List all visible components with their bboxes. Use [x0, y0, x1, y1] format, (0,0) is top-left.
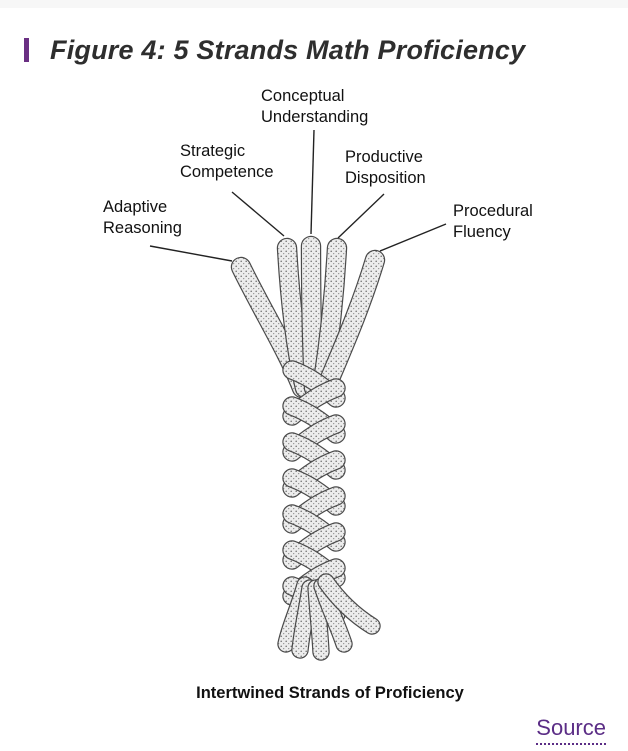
leader-line-adaptive-reasoning — [150, 246, 232, 261]
label-strategic-competence-line-1: Strategic — [180, 142, 245, 160]
rope-illustration: Adaptive Reasoning Strategic Competence … — [0, 70, 628, 710]
leader-line-procedural-fluency — [380, 224, 446, 251]
label-adaptive-reasoning-line-2: Reasoning — [103, 219, 182, 237]
label-productive-disposition-line-1: Productive — [345, 148, 423, 166]
label-procedural-fluency-line-1: Procedural — [453, 202, 533, 220]
label-conceptual-understanding-line-2: Understanding — [261, 108, 368, 126]
rope — [241, 246, 375, 652]
source-link[interactable]: Source — [536, 714, 606, 745]
label-conceptual-understanding: Conceptual Understanding — [261, 87, 368, 126]
label-strategic-competence: Strategic Competence — [180, 142, 274, 181]
diagram-caption: Intertwined Strands of Proficiency — [196, 684, 465, 702]
label-procedural-fluency-line-2: Fluency — [453, 223, 512, 241]
label-adaptive-reasoning: Adaptive Reasoning — [103, 198, 182, 237]
label-conceptual-understanding-line-1: Conceptual — [261, 87, 344, 105]
strand-conceptual-understanding — [311, 246, 314, 388]
label-adaptive-reasoning-line-1: Adaptive — [103, 198, 167, 216]
top-divider — [0, 0, 628, 8]
figure-title: Figure 4: 5 Strands Math Proficiency — [50, 32, 525, 68]
braided-rope-diagram: Adaptive Reasoning Strategic Competence … — [0, 70, 628, 710]
strand-labels: Adaptive Reasoning Strategic Competence … — [103, 87, 537, 241]
heading-accent-bar — [24, 38, 29, 62]
label-productive-disposition: Productive Disposition — [345, 148, 428, 187]
leader-line-productive-disposition — [338, 194, 384, 238]
label-productive-disposition-line-2: Disposition — [345, 169, 426, 187]
leader-line-conceptual-understanding — [311, 130, 314, 234]
label-strategic-competence-line-2: Competence — [180, 163, 274, 181]
label-procedural-fluency: Procedural Fluency — [453, 202, 537, 241]
leader-line-strategic-competence — [232, 192, 284, 236]
